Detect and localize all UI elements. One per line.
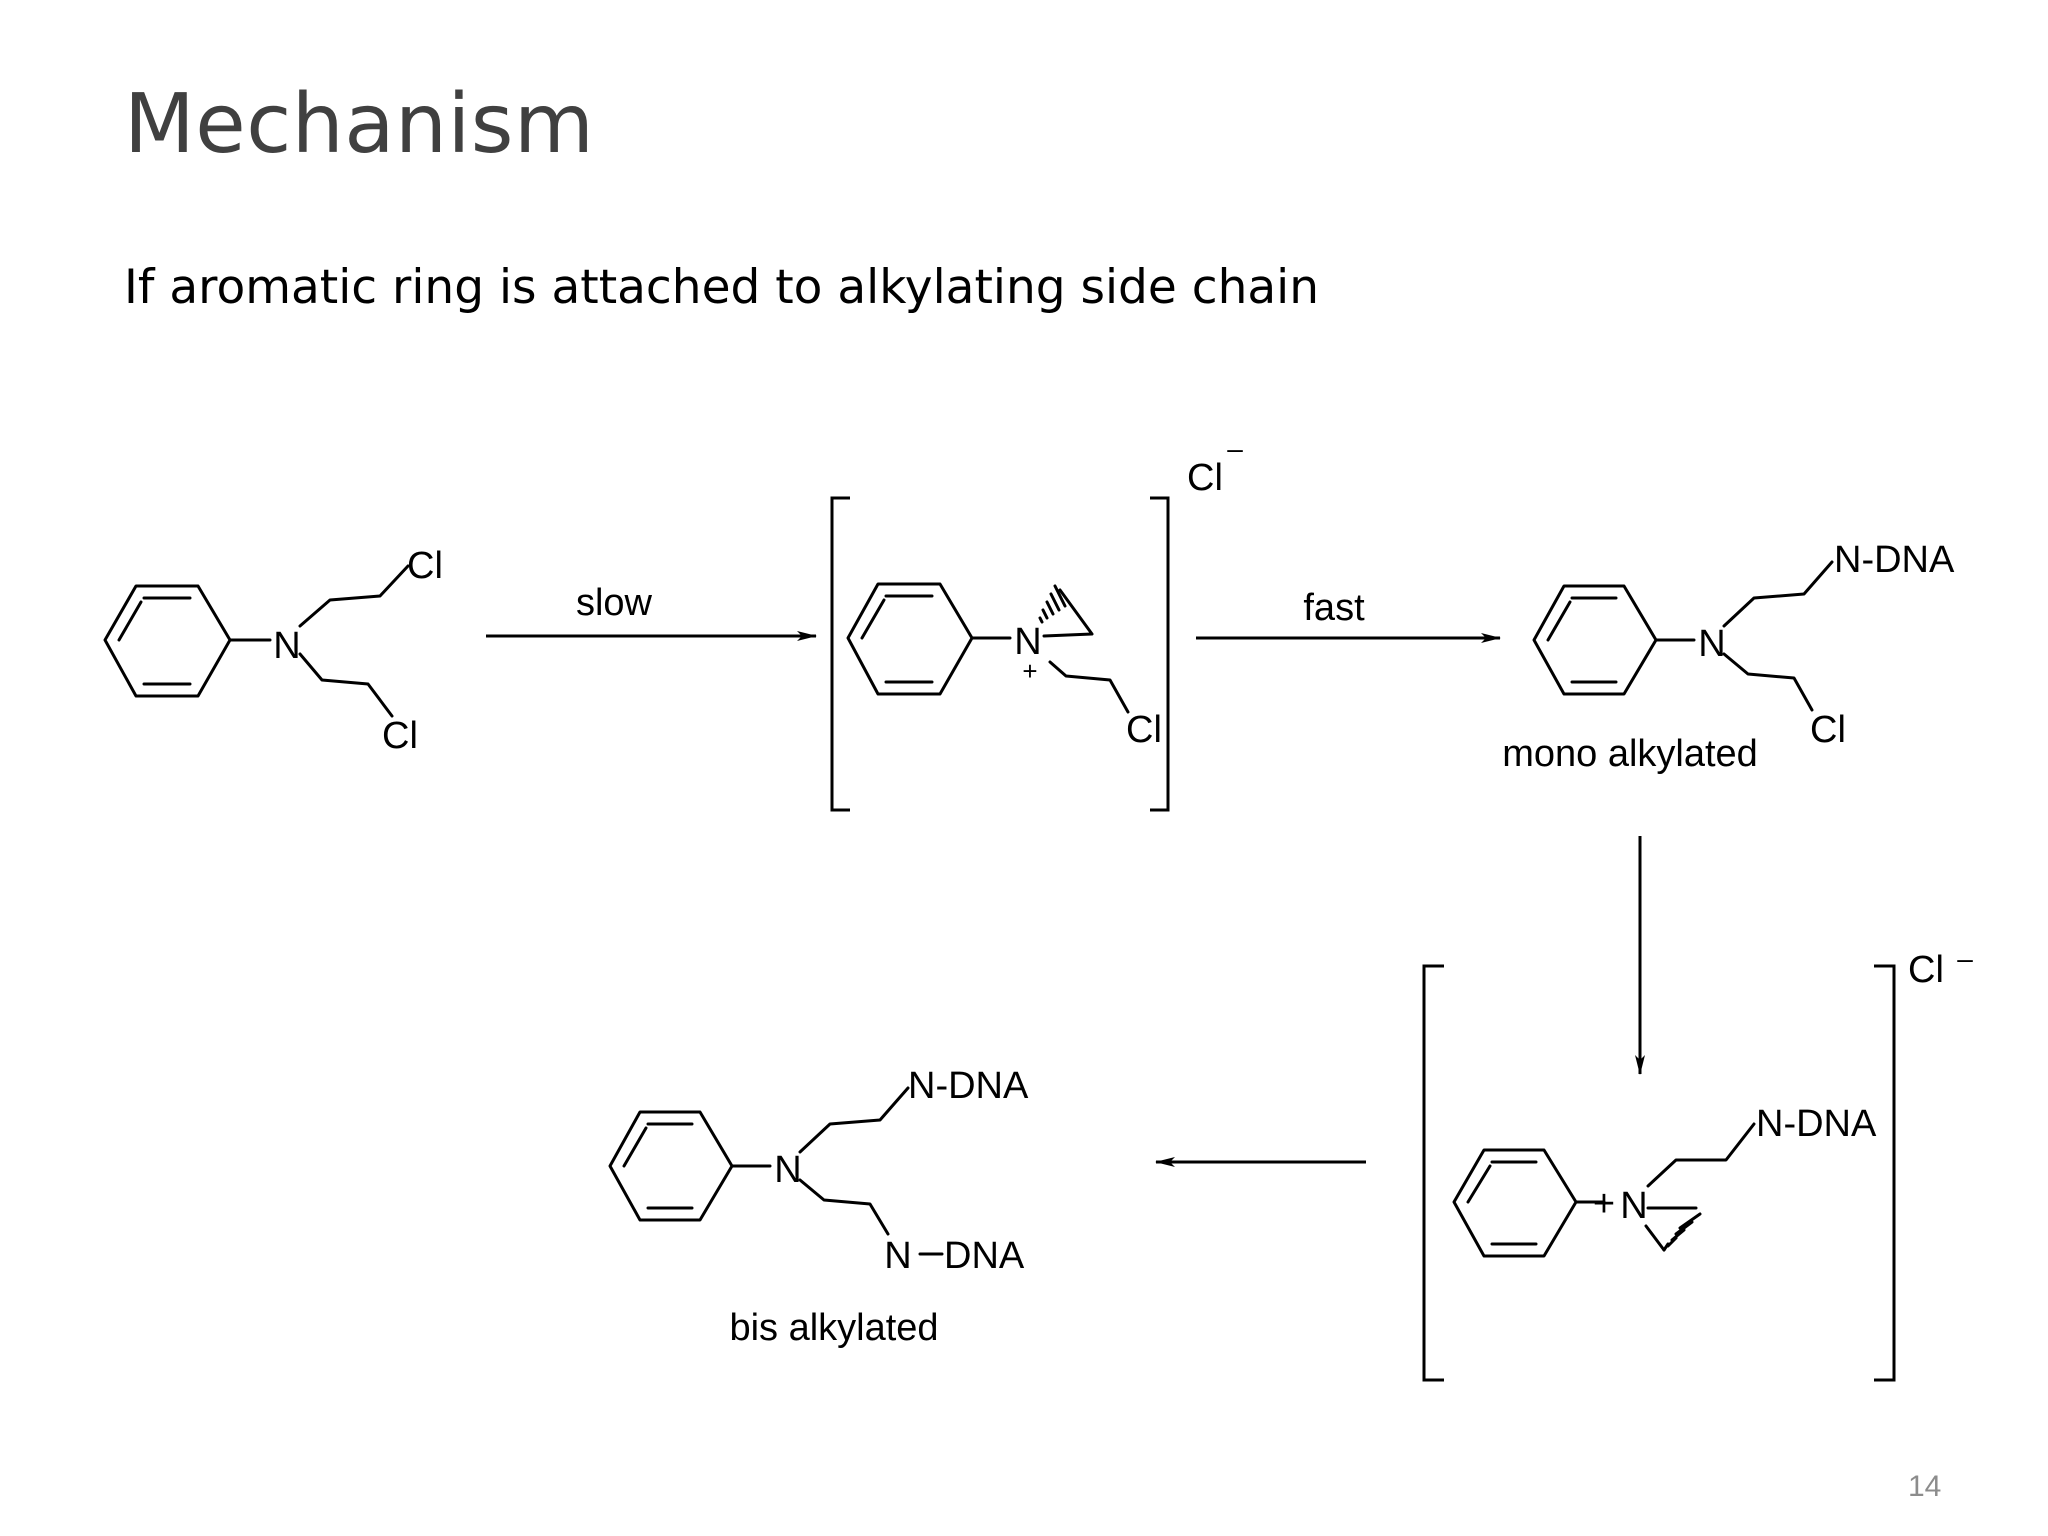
bracket-right xyxy=(1874,964,1896,1382)
bracket-right xyxy=(1150,496,1170,812)
nitrogen-atom-bottom: N xyxy=(884,1235,911,1277)
arrow-label-slow: slow xyxy=(576,582,653,624)
benzene-ring xyxy=(1532,584,1658,696)
benzene-ring xyxy=(103,584,232,698)
slide-title: Mechanism xyxy=(124,77,595,172)
nitrogen-atom: N xyxy=(1698,623,1725,665)
n-dna-group-top: N-DNA xyxy=(908,1065,1029,1107)
slide-subtitle: If aromatic ring is attached to alkylati… xyxy=(124,260,1320,315)
hashed-wedge-bond xyxy=(1662,1212,1702,1252)
benzene-ring xyxy=(1452,1148,1578,1258)
aziridinium-intermediate-2: + N N-DNA Cl – xyxy=(1422,943,1973,1382)
benzene-ring xyxy=(846,582,974,696)
hashed-wedge-bond xyxy=(1038,584,1067,624)
chlorine-atom: Cl xyxy=(1810,709,1846,751)
nitrogen-atom: N xyxy=(1620,1185,1647,1227)
counter-ion-charge: – xyxy=(1957,943,1973,974)
n-dna-group: N-DNA xyxy=(1834,539,1955,581)
nitrogen-atom: N xyxy=(774,1149,801,1191)
mono-alkylated-caption: mono alkylated xyxy=(1502,733,1758,775)
chloride-counter-ion: Cl xyxy=(1187,457,1223,499)
chlorine-atom-bottom: Cl xyxy=(382,715,418,757)
benzene-ring xyxy=(608,1110,734,1222)
starting-mustard: N Cl Cl xyxy=(103,545,443,757)
dna-group-bottom: DNA xyxy=(944,1235,1025,1277)
aziridinium-intermediate-1: N + Cl Cl – xyxy=(830,433,1243,812)
bis-alkylated-product: N N-DNA N DNA bis alkylated xyxy=(608,1065,1029,1349)
counter-ion-charge: – xyxy=(1227,433,1243,464)
arrow-label-fast: fast xyxy=(1303,587,1365,629)
nitrogen-atom: N xyxy=(273,625,300,667)
chlorine-atom: Cl xyxy=(1126,709,1162,751)
reaction-arrow-fast: fast xyxy=(1196,587,1501,643)
bracket-left xyxy=(830,496,850,812)
nitrogen-atom: N xyxy=(1014,621,1041,663)
chloride-counter-ion: Cl xyxy=(1908,949,1944,991)
reaction-arrow-slow: slow xyxy=(486,582,817,641)
page-number: 14 xyxy=(1908,1470,1942,1503)
mono-alkylated-product: N N-DNA Cl mono alkylated xyxy=(1502,539,1955,775)
positive-charge: + xyxy=(1593,1183,1615,1225)
n-dna-group: N-DNA xyxy=(1756,1103,1877,1145)
chlorine-atom-top: Cl xyxy=(407,545,443,587)
bis-alkylated-caption: bis alkylated xyxy=(729,1307,938,1349)
positive-charge: + xyxy=(1022,656,1037,686)
bracket-left xyxy=(1422,964,1444,1382)
